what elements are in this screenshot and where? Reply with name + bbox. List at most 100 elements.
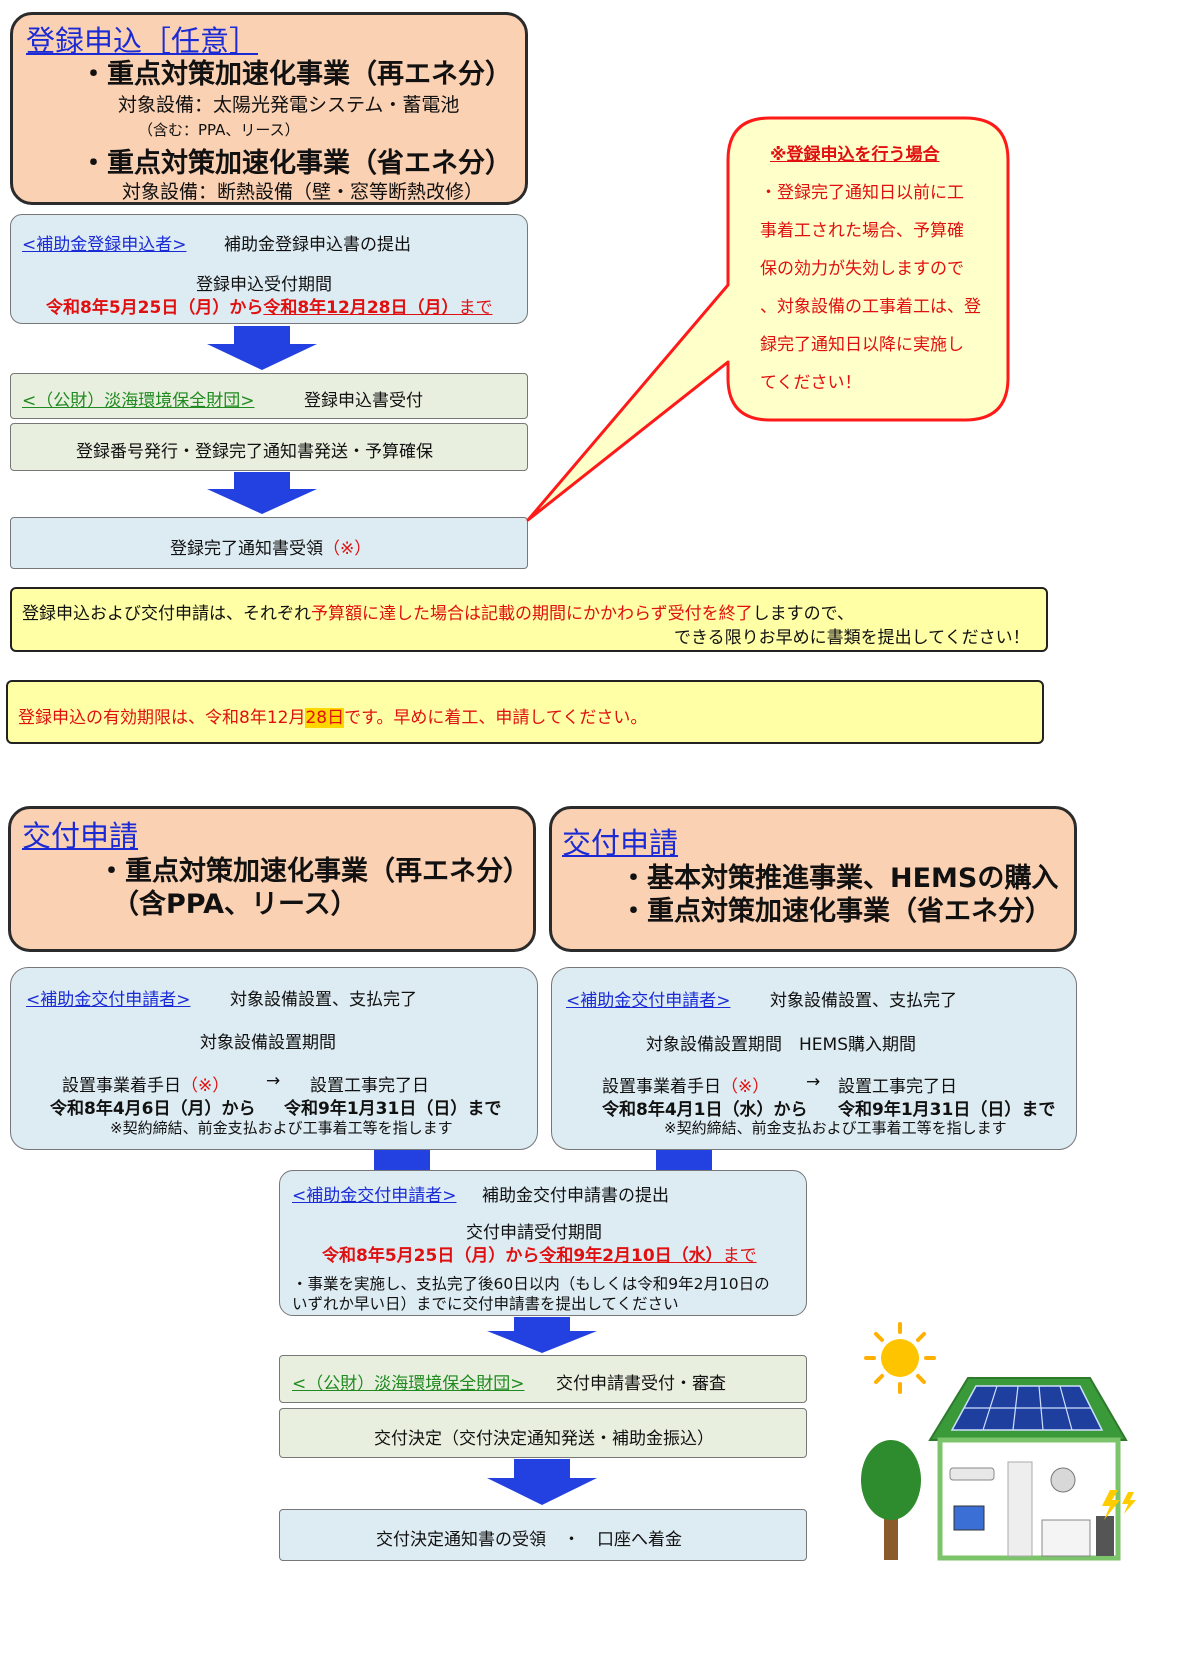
grant-left-start-mark: （※）: [181, 1076, 230, 1096]
grant-left-start-text: 設置事業着手日: [62, 1076, 181, 1096]
registration-done-label: 登録完了通知書受領: [170, 539, 323, 559]
registration-item-renewable: ・重点対策加速化事業（再エネ分）: [80, 59, 512, 90]
grant-right-item1: ・基本対策推進事業、HEMSの購入: [620, 863, 1059, 894]
registration-apply-box: [10, 214, 528, 324]
registration-receive-box: [10, 373, 528, 419]
callout-line-5: 録完了通知日以降に実施し: [760, 335, 964, 355]
callout-title: ※登録申込を行う場合: [770, 145, 940, 165]
grant-left-item2: （含PPA、リース）: [112, 889, 358, 920]
notice-budget-post: しますので、: [752, 604, 854, 624]
foundation-label-registration[interactable]: <（公財）淡海環境保全財団>: [22, 391, 255, 411]
grant-right-note: ※契約締結、前金支払および工事着工等を指します: [664, 1119, 1007, 1137]
grant-right-arrow: →: [806, 1072, 821, 1092]
grant-left-action: 対象設備設置、支払完了: [230, 990, 417, 1010]
registration-header-box: [10, 12, 528, 205]
grant-left-header-box: [8, 806, 536, 952]
grant-right-end-date: 令和9年1月31日（日）まで: [838, 1100, 1056, 1120]
registration-period: 令和8年5月25日（月）から令和8年12月28日（月）まで: [46, 293, 492, 318]
connector-left: [374, 1150, 430, 1170]
grant-decision-text: 交付決定（交付決定通知発送・補助金振込）: [374, 1429, 714, 1449]
registration-done-box: [10, 517, 528, 569]
down-arrow-icon: [207, 472, 317, 514]
grant-apply-period-end: 令和9年2月10日（水）: [539, 1246, 723, 1266]
registration-period-label: 登録申込受付期間: [196, 275, 332, 295]
grant-apply-note-1: ・事業を実施し、支払完了後60日以内（もしくは令和9年2月10日の: [292, 1275, 770, 1293]
notice-budget-line2: できる限りお早めに書類を提出してください！: [674, 628, 1030, 648]
house-illustration: [861, 1322, 1136, 1561]
grant-apply-applicant-label[interactable]: <補助金交付申請者>: [292, 1186, 457, 1206]
grant-left-note: ※契約締結、前金支払および工事着工等を指します: [110, 1119, 453, 1137]
registration-issue-box: [10, 423, 528, 471]
grant-left-detail-box: [10, 967, 538, 1150]
grant-decision-box: [279, 1408, 807, 1458]
foundation-label-grant[interactable]: <（公財）淡海環境保全財団>: [292, 1374, 525, 1394]
grant-right-title[interactable]: 交付申請: [562, 826, 679, 860]
grant-apply-period-start: 令和8年5月25日（月）から: [322, 1246, 540, 1266]
notice-budget-pre: 登録申込および交付申請は、それぞれ: [22, 604, 311, 624]
notice-budget-box: [10, 587, 1048, 652]
grant-right-start-mark: （※）: [721, 1077, 770, 1097]
registration-done-mark: （※）: [323, 539, 372, 559]
grant-right-start-date: 令和8年4月1日（水）から: [602, 1100, 808, 1120]
down-arrow-icon: [487, 1317, 597, 1353]
registration-period-start: 令和8年5月25日（月）から: [46, 298, 264, 318]
grant-right-detail-box: [551, 967, 1077, 1150]
grant-apply-note-2: いずれか早い日）までに交付申請書を提出してください: [292, 1295, 679, 1313]
callout-line-3: 保の効力が失効しますので: [760, 259, 964, 279]
grant-right-start-text: 設置事業着手日: [602, 1077, 721, 1097]
grant-right-header-box: [549, 806, 1077, 952]
grant-right-period-label: 対象設備設置期間 HEMS購入期間: [646, 1035, 916, 1055]
grant-apply-period-label: 交付申請受付期間: [466, 1223, 602, 1243]
notice-budget-line1: 登録申込および交付申請は、それぞれ予算額に達した場合は記載の期間にかかわらず受付…: [22, 599, 854, 624]
grant-right-action: 対象設備設置、支払完了: [770, 991, 957, 1011]
registration-item-energy-saving: ・重点対策加速化事業（省エネ分）: [80, 148, 512, 179]
grant-apply-period: 令和8年5月25日（月）から令和9年2月10日（水）まで: [322, 1241, 757, 1266]
callout-line-1: ・登録完了通知日以前に工: [760, 183, 964, 203]
notice-expiry-post: です。早めに着工、申請してください。: [344, 708, 648, 728]
sun-icon: [864, 1322, 936, 1394]
down-arrow-icon: [487, 1459, 597, 1505]
grant-right-item2: ・重点対策加速化事業（省エネ分）: [620, 896, 1052, 927]
grant-left-end-date: 令和9年1月31日（日）まで: [284, 1099, 502, 1119]
grant-receive-action: 交付申請書受付・審査: [556, 1374, 726, 1394]
registration-item-energy-saving-target: 対象設備：断熱設備（壁・窓等断熱改修）: [122, 181, 484, 203]
notice-expiry-highlight: 28日: [305, 708, 345, 728]
registration-period-end: 令和8年12月28日（月）: [263, 298, 459, 318]
notice-expiry-text: 登録申込の有効期限は、令和8年12月28日です。早めに着工、申請してください。: [18, 703, 647, 728]
registration-issue-text: 登録番号発行・登録完了通知書発送・予算確保: [76, 442, 433, 462]
grant-left-title[interactable]: 交付申請: [22, 819, 139, 853]
solar-panel-icon: [950, 1385, 1104, 1431]
grant-left-applicant-label[interactable]: <補助金交付申請者>: [26, 990, 191, 1010]
grant-left-start-label: 設置事業着手日（※）: [62, 1071, 229, 1096]
registration-apply-action: 補助金登録申込書の提出: [224, 235, 411, 255]
tree-icon: [861, 1440, 921, 1560]
registration-done-text: 登録完了通知書受領（※）: [170, 534, 371, 559]
grant-left-arrow: →: [266, 1071, 281, 1091]
grant-left-end-label: 設置工事完了日: [310, 1076, 429, 1096]
grant-right-start-label: 設置事業着手日（※）: [602, 1072, 769, 1097]
notice-budget-red: 予算額に達した場合は記載の期間にかかわらず受付を終了: [311, 604, 753, 624]
grant-apply-period-suffix: まで: [722, 1246, 757, 1266]
grant-final-box: [279, 1509, 807, 1561]
grant-left-item1: ・重点対策加速化事業（再エネ分）: [98, 856, 530, 887]
grant-left-start-date: 令和8年4月6日（月）から: [50, 1099, 256, 1119]
connector-right: [656, 1150, 712, 1170]
grant-right-end-label: 設置工事完了日: [838, 1077, 957, 1097]
grant-right-applicant-label[interactable]: <補助金交付申請者>: [566, 991, 731, 1011]
callout-bubble: [526, 116, 1010, 522]
down-arrow-icon: [207, 326, 317, 370]
registration-title[interactable]: 登録申込［任意］: [26, 24, 259, 58]
registration-applicant-label[interactable]: <補助金登録申込者>: [22, 235, 187, 255]
grant-apply-action: 補助金交付申請書の提出: [482, 1186, 669, 1206]
callout-line-2: 事着工された場合、予算確: [760, 221, 964, 241]
registration-item-renewable-note: （含む：PPA、リース）: [138, 121, 300, 139]
grant-apply-box: [279, 1170, 807, 1316]
registration-period-suffix: まで: [458, 298, 493, 318]
callout-line-4: 、対象設備の工事着工は、登: [760, 297, 981, 317]
callout-line-6: てください！: [760, 373, 862, 393]
lightning-icon: [1102, 1490, 1136, 1520]
registration-receive-action: 登録申込書受付: [304, 391, 423, 411]
grant-left-period-label: 対象設備設置期間: [200, 1033, 336, 1053]
grant-receive-box: [279, 1355, 807, 1403]
notice-expiry-pre: 登録申込の有効期限は、令和8年12月: [18, 708, 306, 728]
